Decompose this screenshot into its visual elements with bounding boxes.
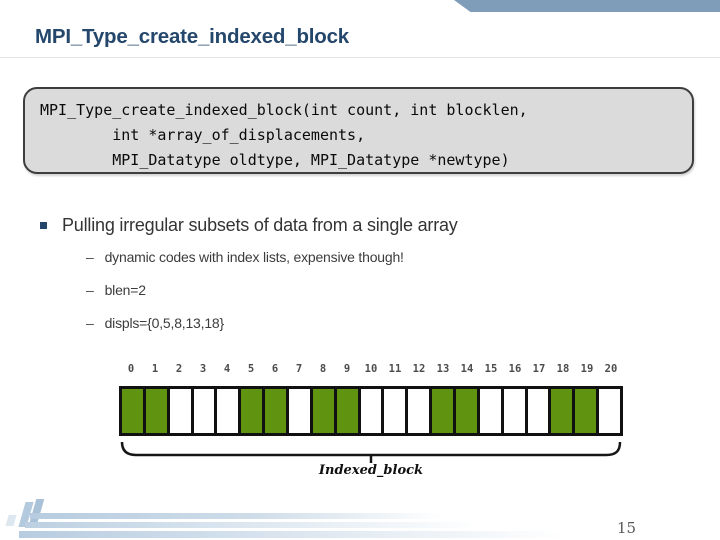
array-index-label: 0 [127,363,135,375]
array-index-label: 18 [556,363,570,375]
array-cell [169,389,194,433]
array-index-label: 14 [460,363,474,375]
array-cell [265,389,290,433]
sub-bullet: –blen=2 [86,281,404,298]
sub-bullet: –dynamic codes with index lists, expensi… [86,248,404,265]
array-cell [217,389,242,433]
corner-accent-shape [454,0,720,12]
array-cell [360,389,385,433]
footer-stripe [25,522,483,528]
array-index-label: 19 [580,363,594,375]
array-index-label: 8 [319,363,327,375]
array-index-label: 20 [604,363,618,375]
dash-bullet-icon: – [86,281,94,298]
footer-chevron-light-icon [5,515,17,526]
sub-bullet-text: blen=2 [104,281,146,298]
array-cell [503,389,528,433]
array-cell [312,389,337,433]
code-box: MPI_Type_create_indexed_block(int count,… [23,87,694,174]
array-index-label: 2 [175,363,183,375]
array-index-label: 17 [532,363,546,375]
dash-bullet-icon: – [86,248,94,265]
array-cell [551,389,576,433]
array-cell [408,389,433,433]
array-cell [289,389,313,433]
array-cell [575,389,600,433]
bullet-main-text: Pulling irregular subsets of data from a… [62,215,458,235]
array-index-label: 9 [343,363,351,375]
brace-bracket [120,441,622,463]
array-index-label: 15 [484,363,498,375]
array-cell [122,389,146,433]
bullet-main: Pulling irregular subsets of data from a… [40,215,458,236]
code-text: MPI_Type_create_indexed_block(int count,… [40,101,528,169]
array-cell [479,389,504,433]
array-index-label: 12 [412,363,426,375]
diagram-label: Indexed_block [318,463,424,478]
array-cell [145,389,170,433]
array-index-label: 5 [247,363,255,375]
array-index-label: 11 [388,363,402,375]
slide-title: MPI_Type_create_indexed_block [35,25,349,48]
array-index-label: 3 [199,363,207,375]
array-cell [241,389,266,433]
sub-bullet: –displs={0,5,8,13,18} [86,314,404,331]
footer-stripe [19,531,567,538]
array-index-label: 10 [364,363,378,375]
dash-bullet-icon: – [86,314,94,331]
array-cells [119,386,623,436]
title-divider [0,57,720,58]
sub-bullet-text: displs={0,5,8,13,18} [104,314,225,331]
array-cell [336,389,361,433]
array-index-label: 4 [223,363,231,375]
array-index-label: 6 [271,363,279,375]
array-cell [432,389,457,433]
array-cell [527,389,552,433]
array-index-label: 13 [436,363,450,375]
sub-bullet-text: dynamic codes with index lists, expensiv… [104,248,404,265]
page-number: 15 [617,519,637,537]
sub-bullet-list: –dynamic codes with index lists, expensi… [86,249,404,348]
array-index-label: 16 [508,363,522,375]
array-cell [384,389,409,433]
array-index-label: 1 [151,363,159,375]
footer-stripe [30,513,442,519]
array-cell [193,389,218,433]
array-cell [599,389,621,433]
square-bullet-icon [40,222,47,229]
array-index-label: 7 [295,363,303,375]
array-cell [456,389,480,433]
